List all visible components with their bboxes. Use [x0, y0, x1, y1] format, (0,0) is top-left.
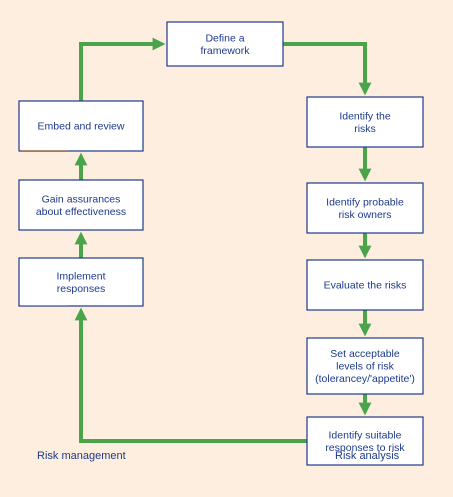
node-evaluate-risks: Evaluate the risks [306, 259, 424, 311]
dotted-rule [22, 150, 67, 151]
node-box [18, 179, 144, 231]
node-box [306, 182, 424, 234]
node-label: Identify probable [326, 196, 404, 208]
node-box [306, 337, 424, 395]
node-box [18, 100, 144, 152]
node-label: responses [57, 283, 105, 295]
node-label: risk owners [338, 209, 391, 221]
node-box [306, 96, 424, 148]
arrow-responses-to-implement [74, 307, 307, 443]
dotted-rule [22, 305, 67, 306]
node-label: about effectiveness [36, 206, 126, 218]
caption-risk-management: Risk management [37, 450, 126, 462]
node-box [18, 257, 144, 307]
node-label: (tolerancey/'appetite') [315, 373, 415, 385]
caption-risk-analysis: Risk analysis [335, 450, 400, 462]
node-label: Identify suitable [329, 429, 402, 441]
node-label: framework [200, 45, 250, 57]
node-label: Embed and review [38, 121, 125, 133]
node-box [166, 21, 284, 67]
node-label: Evaluate the risks [324, 280, 407, 292]
node-label: Set acceptable [330, 348, 400, 360]
arrow-embed-to-framework [79, 37, 166, 101]
node-label: risks [354, 123, 376, 135]
node-label: levels of risk [336, 361, 395, 373]
node-box [306, 416, 424, 466]
arrow-framework-to-identify [283, 42, 372, 96]
node-embed-review: Embed and review [18, 100, 144, 152]
node-box [306, 259, 424, 311]
node-label: Identify the [339, 110, 391, 122]
node-label: Gain assurances [42, 193, 121, 205]
node-label: responses to risk [325, 442, 405, 454]
node-label: Define a [205, 32, 244, 44]
node-label: Implement [56, 270, 105, 282]
